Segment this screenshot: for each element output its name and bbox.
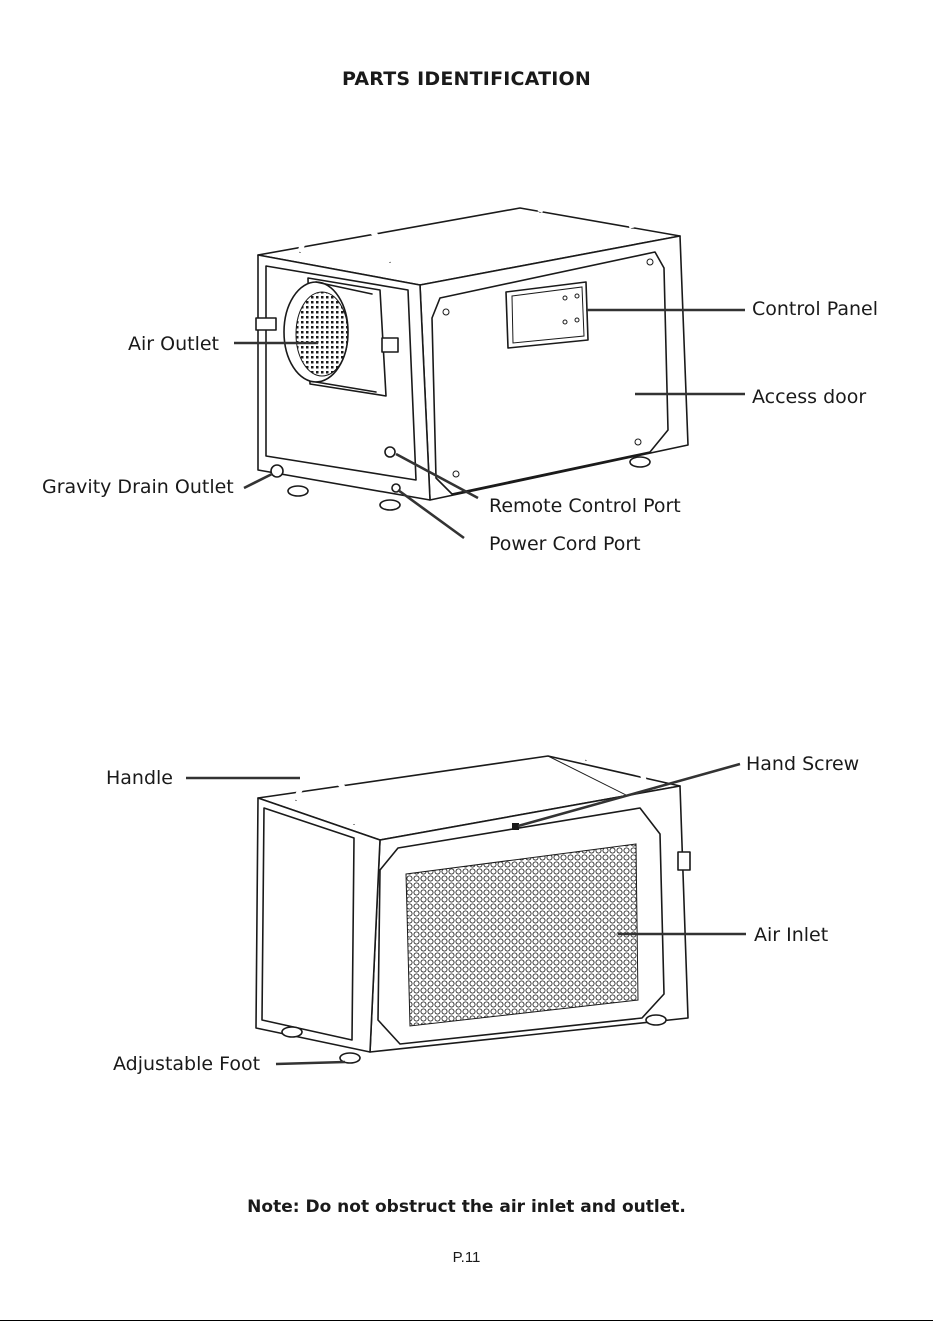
- label-air-outlet: Air Outlet: [128, 333, 219, 355]
- air-inlet: [406, 844, 638, 1026]
- label-gravity-drain-outlet: Gravity Drain Outlet: [42, 476, 234, 498]
- hand-screw: [512, 823, 519, 830]
- usage-note: Note: Do not obstruct the air inlet and …: [0, 1197, 933, 1217]
- label-adjustable-foot: Adjustable Foot: [113, 1053, 260, 1075]
- page-number: P.11: [0, 1249, 933, 1266]
- label-hand-screw: Hand Screw: [746, 753, 859, 775]
- label-remote-control-port: Remote Control Port: [489, 495, 681, 517]
- gravity-drain-outlet: [271, 465, 283, 477]
- label-handle: Handle: [106, 767, 173, 789]
- adjustable-foot: [646, 1015, 666, 1025]
- label-power-cord-port: Power Cord Port: [489, 533, 641, 555]
- label-air-inlet: Air Inlet: [754, 924, 828, 946]
- dehumidifier-back-view: [256, 740, 690, 1063]
- label-control-panel: Control Panel: [752, 298, 878, 320]
- adjustable-foot: [282, 1027, 302, 1037]
- bottom-rule: [0, 1320, 933, 1321]
- remote-control-port: [385, 447, 395, 457]
- label-access-door: Access door: [752, 386, 866, 408]
- dehumidifier-front-view: [256, 186, 688, 510]
